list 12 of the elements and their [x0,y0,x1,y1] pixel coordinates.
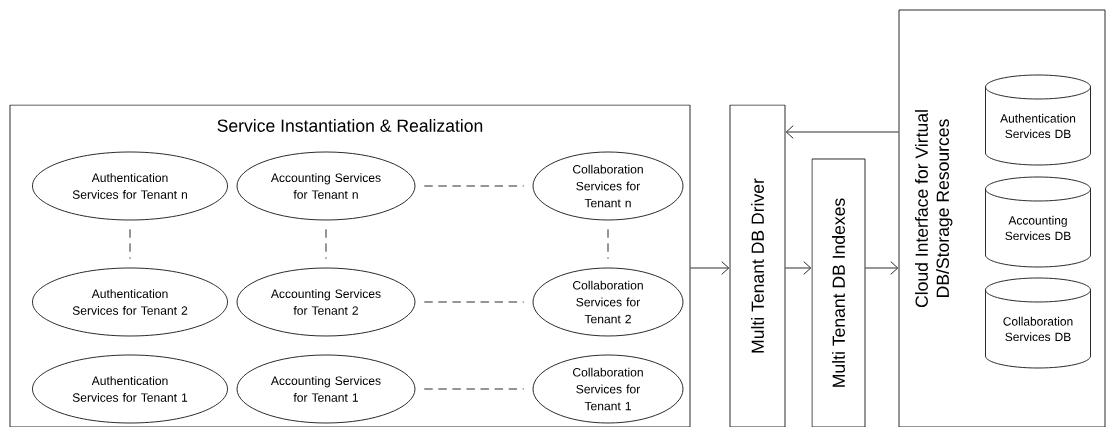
database-cylinder: Collaboration Services DB [985,277,1091,369]
arrow [785,261,812,275]
arrow [690,261,730,275]
database-cylinder: Authentication Services DB [985,74,1091,166]
layer-box: Multi Tenant DB Driver [729,104,786,427]
node-label: Accounting Services DB [1005,215,1071,241]
layer-box: Multi Tenant DB Indexes [811,158,866,427]
node-label: Authentication Services DB [1000,113,1076,139]
arrow [785,125,899,139]
arrow [865,261,899,275]
node-label: Collaboration Services DB [1003,316,1073,342]
database-cylinder: Accounting Services DB [985,176,1091,268]
